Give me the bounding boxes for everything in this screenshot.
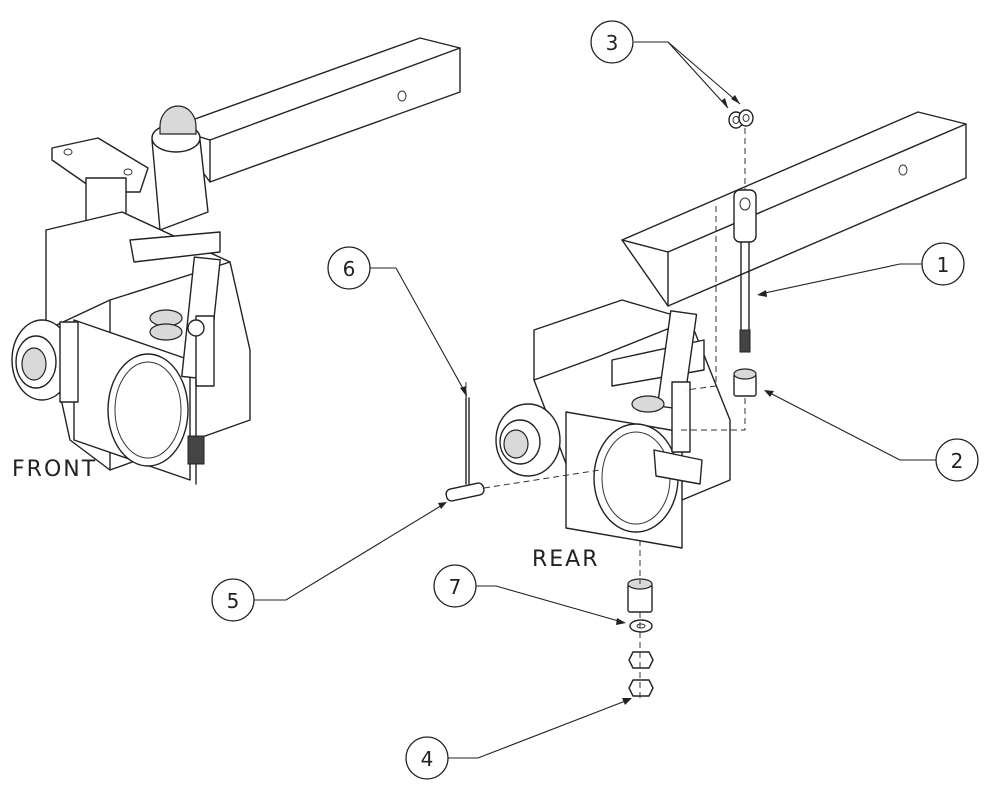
balloon-3-number: 3 [606,31,619,55]
balloon-1-number: 1 [937,253,950,277]
item-3-washers [728,109,754,129]
front-view-label: FRONT [12,457,97,482]
balloon-4: 4 [405,736,449,780]
item-7-washer [629,619,653,633]
balloon-2-number: 2 [951,449,964,473]
balloon-6-number: 6 [343,257,356,281]
item-1-eye-bolt [733,189,757,353]
rear-shock-link [611,310,705,485]
balloon-3: 3 [590,20,634,64]
balloon-4-number: 4 [421,747,434,771]
balloon-5: 5 [211,578,255,622]
balloon-7: 7 [433,564,477,608]
item-5-clevis-pin [445,482,485,502]
front-assembly: FRONT [11,37,461,485]
rear-view-label: REAR [532,547,600,572]
balloon-2: 2 [935,438,979,482]
front-beam [169,37,461,183]
item-4-nuts [628,651,654,697]
rear-housing [495,299,731,549]
front-shock-link [129,231,221,485]
item-2-bushing [733,368,757,397]
front-air-spring [151,105,209,231]
assembly-centerlines [465,128,746,700]
callout-leaders [254,41,936,759]
balloon-6: 6 [327,246,371,290]
front-hub [11,319,79,403]
rear-beam [621,111,967,307]
rear-assembly: REAR [495,111,967,572]
balloon-1: 1 [921,242,965,286]
balloon-5-number: 5 [227,589,240,613]
item-6-cotter-pin [465,397,470,485]
balloon-7-number: 7 [449,575,462,599]
